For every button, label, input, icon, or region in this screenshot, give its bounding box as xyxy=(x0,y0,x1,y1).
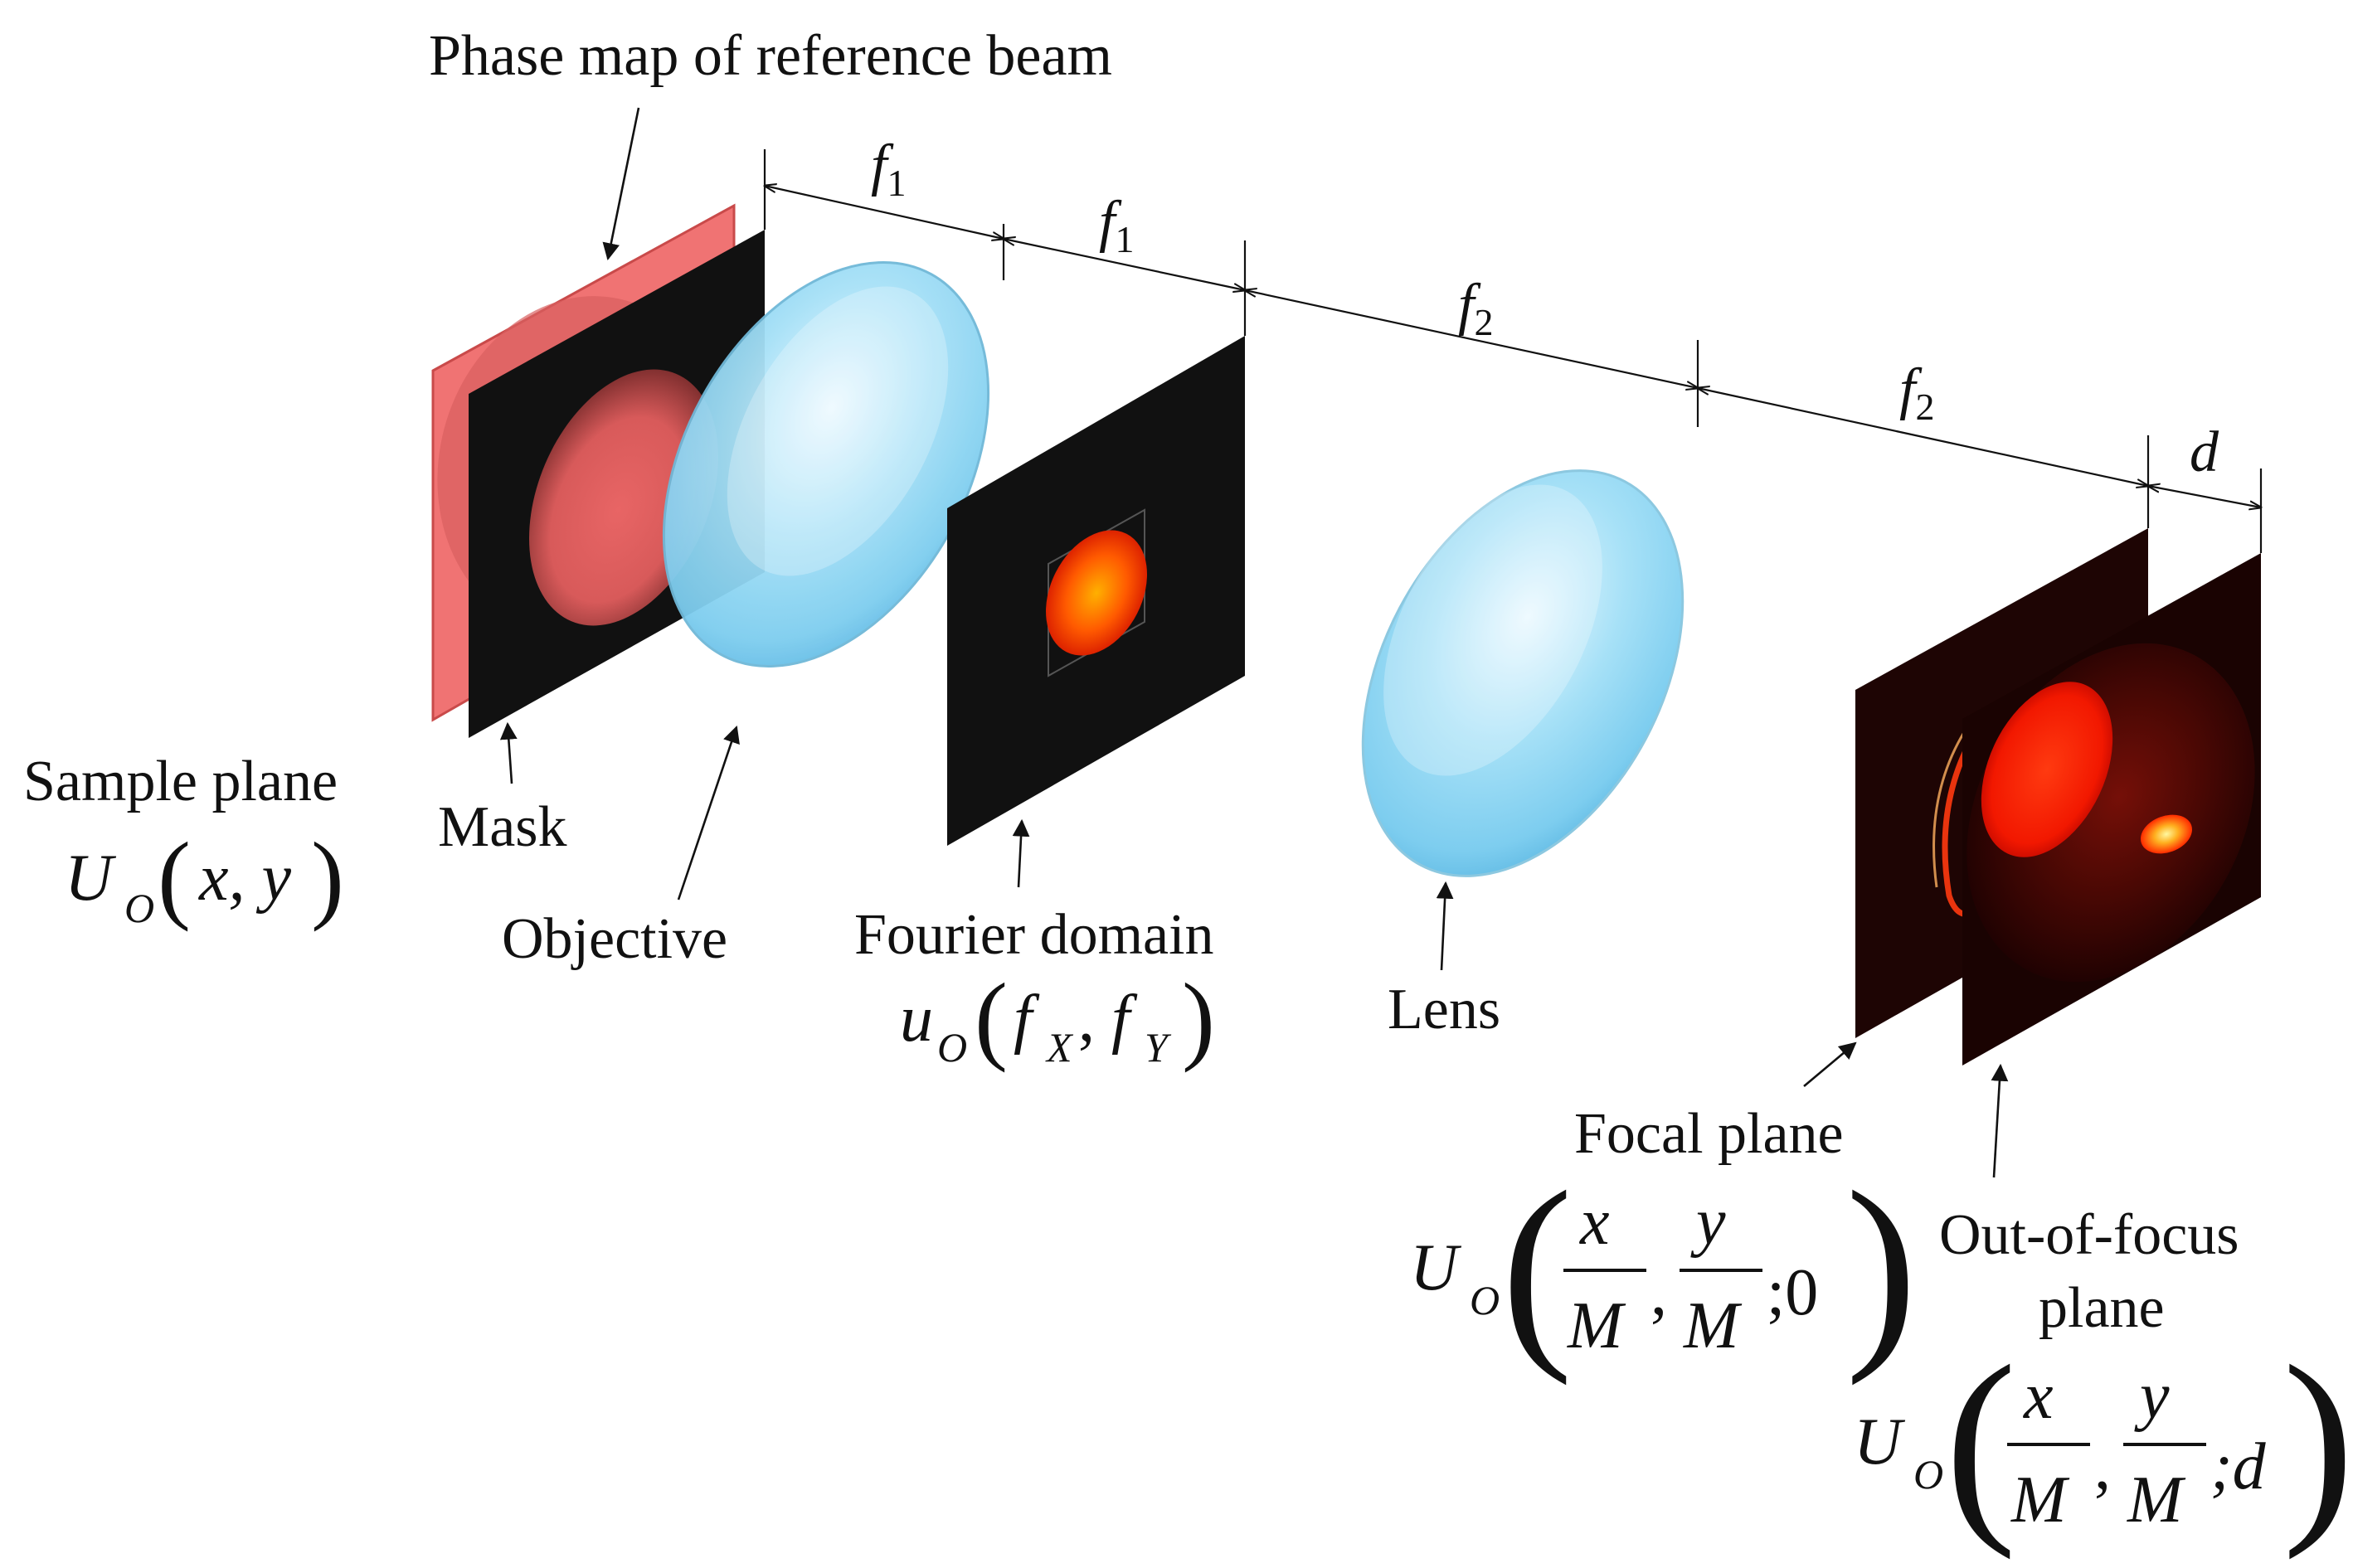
svg-text:(: ( xyxy=(1945,1322,2017,1561)
svg-text:f2: f2 xyxy=(1899,357,1934,428)
objective-lens xyxy=(662,260,990,668)
svg-text:;0: ;0 xyxy=(1767,1256,1818,1329)
fourier-plane xyxy=(947,336,1245,846)
phase-map-label: Phase map of reference beam xyxy=(429,24,1112,88)
svg-text:(: ( xyxy=(158,822,191,932)
distance-labels: f1 f1 f2 f2 d xyxy=(871,133,2219,484)
svg-text:,: , xyxy=(1078,983,1095,1056)
svg-text:O: O xyxy=(1913,1451,1943,1498)
svg-text:): ) xyxy=(2283,1322,2353,1561)
svg-text:f2: f2 xyxy=(1458,273,1493,343)
svg-text:x, y: x, y xyxy=(198,842,292,915)
svg-text:f: f xyxy=(1014,983,1040,1056)
focal-formula: U O ( x M , y M ;0 ) xyxy=(1410,1148,1918,1386)
svg-text:): ) xyxy=(1182,963,1215,1073)
svg-text:x: x xyxy=(1579,1186,1610,1259)
svg-text:f1: f1 xyxy=(871,133,906,204)
svg-text:M: M xyxy=(1567,1289,1626,1362)
svg-text:;d: ;d xyxy=(2210,1430,2267,1503)
svg-text:X: X xyxy=(1045,1024,1074,1070)
svg-text:(: ( xyxy=(1501,1148,1573,1386)
svg-text:,: , xyxy=(1651,1256,1667,1329)
svg-text:,: , xyxy=(2094,1430,2111,1503)
svg-text:): ) xyxy=(311,822,344,932)
mask-label: Mask xyxy=(438,795,567,859)
sample-plane-label: Sample plane xyxy=(23,750,338,813)
svg-text:y: y xyxy=(1690,1186,1726,1259)
svg-text:O: O xyxy=(1470,1277,1500,1323)
fourier-formula: u O ( f X , f Y ) xyxy=(900,963,1215,1073)
svg-text:M: M xyxy=(2010,1464,2070,1536)
svg-text:U: U xyxy=(65,842,117,915)
svg-text:U: U xyxy=(1410,1231,1462,1304)
out-of-focus-label-1: Out-of-focus xyxy=(1939,1203,2239,1267)
svg-text:x: x xyxy=(2023,1360,2054,1433)
svg-text:): ) xyxy=(1845,1148,1918,1386)
second-lens xyxy=(1361,469,1685,877)
dimension-lines xyxy=(765,149,2261,553)
sample-formula: U O ( x, y ) xyxy=(65,822,344,932)
svg-text:u: u xyxy=(900,983,933,1056)
svg-text:U: U xyxy=(1854,1405,1906,1478)
svg-text:M: M xyxy=(1683,1289,1743,1362)
pointer-arrows xyxy=(499,107,2009,1178)
svg-text:(: ( xyxy=(975,963,1008,1073)
svg-text:Y: Y xyxy=(1145,1024,1172,1070)
svg-text:f: f xyxy=(1111,983,1138,1056)
lens-label: Lens xyxy=(1388,978,1500,1041)
d-label: d xyxy=(2190,420,2219,484)
out-of-focus-plane xyxy=(1962,553,2261,1066)
objective-label: Objective xyxy=(502,907,727,971)
focal-plane-label: Focal plane xyxy=(1574,1102,1844,1166)
fourier-domain-label: Fourier domain xyxy=(854,903,1214,967)
out-of-focus-label-2: plane xyxy=(2039,1276,2165,1340)
oof-formula: U O ( x M , y M ;d ) xyxy=(1854,1322,2353,1561)
svg-text:y: y xyxy=(2134,1360,2170,1433)
svg-text:O: O xyxy=(937,1024,967,1070)
svg-text:O: O xyxy=(124,885,154,931)
svg-text:f1: f1 xyxy=(1099,190,1134,260)
svg-text:M: M xyxy=(2127,1464,2186,1536)
